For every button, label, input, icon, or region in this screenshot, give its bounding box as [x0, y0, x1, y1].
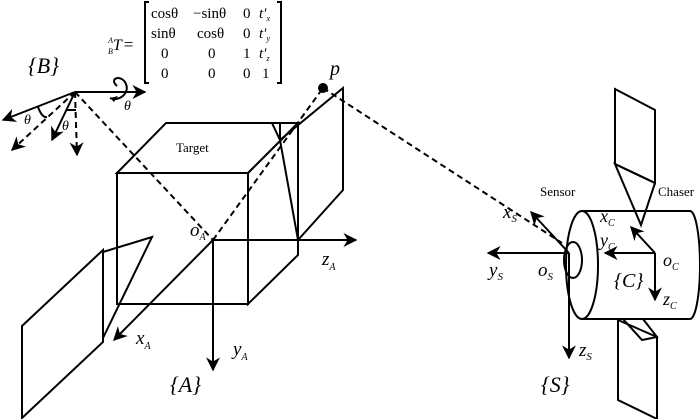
matrix-cell-tx: t′x	[259, 6, 270, 23]
axis-xC	[630, 225, 656, 254]
sensor-lens	[563, 241, 583, 279]
origin-oC-label: oC	[663, 250, 679, 273]
cube-front-face	[116, 172, 249, 305]
cube-side-face	[247, 120, 299, 307]
chaser-label: Chaser	[658, 184, 695, 199]
origin-oA-label: oA	[190, 220, 207, 243]
matrix-lhs-sup: A	[107, 36, 113, 45]
sensor-label: Sensor	[540, 184, 576, 199]
target-left-panel-strut	[102, 235, 154, 339]
line-B-to-oA	[74, 91, 214, 241]
chaser-top-solar-panel	[614, 87, 656, 185]
matrix-cell: 0	[243, 26, 251, 42]
axis-yS-label: yS	[487, 260, 503, 283]
theta-arc-left	[37, 106, 48, 119]
matrix-equals: =	[124, 35, 134, 54]
frame-C-label: {C}	[614, 270, 643, 292]
matrix-cell: cosθ	[151, 6, 178, 22]
point-p-label: p	[328, 58, 340, 80]
matrix-cell: 1	[243, 46, 251, 62]
matrix-cell: 0	[161, 46, 169, 62]
matrix-cell: 0	[208, 66, 216, 82]
target-left-solar-panel	[21, 247, 104, 419]
chaser-bottom-solar-panel	[617, 318, 658, 419]
matrix-cell: 0	[161, 66, 169, 82]
chaser-satellite: Sensor Chaser	[540, 87, 700, 419]
matrix-cell: cosθ	[197, 26, 224, 42]
chaser-front-end	[565, 210, 599, 320]
axis-xA	[113, 239, 214, 341]
frame-B-axis-down-original	[69, 91, 84, 157]
axis-xS	[530, 210, 570, 254]
line-p-to-sensor	[322, 87, 563, 244]
rotation-arrow-icon	[109, 77, 128, 100]
frame-A-label: {A}	[170, 372, 201, 397]
point-p-marker	[318, 83, 328, 93]
frame-B-axis-left-original	[10, 91, 76, 151]
chaser-top-panel-strut	[613, 161, 657, 228]
frame-B-axis-down-rotated	[51, 91, 76, 142]
axis-zS-label: zS	[578, 340, 592, 363]
axis-yC-label: yC	[598, 230, 615, 253]
axis-zA-label: zA	[321, 249, 336, 273]
axis-xS-label: xS	[502, 202, 517, 225]
theta-label: θ	[62, 119, 69, 134]
matrix-left-bracket	[144, 1, 149, 84]
axis-yA-label: yA	[231, 339, 248, 363]
axis-xC-label: xC	[599, 206, 615, 229]
target-label: Target	[176, 140, 209, 155]
matrix-lhs-T: T	[113, 37, 123, 54]
line-oA-to-p	[212, 87, 324, 241]
frame-S-label: {S}	[541, 372, 570, 397]
frame-B-axis-left	[1, 91, 76, 122]
rotation-arrowhead-icon	[110, 96, 118, 102]
frame-A: oA zA yA xA {A}	[113, 220, 358, 397]
frame-S: xS yS oS zS {S}	[486, 202, 592, 397]
matrix-cell: sinθ	[151, 26, 176, 42]
frame-B-label: {B}	[28, 53, 59, 78]
matrix-cell: 0	[243, 6, 251, 22]
matrix-cell: −sinθ	[193, 6, 226, 22]
panel-strut	[271, 122, 281, 141]
frame-B: {B} θ θ θ	[1, 53, 147, 157]
matrix-cell: 0	[208, 46, 216, 62]
theta-label: θ	[24, 113, 31, 128]
frame-C: xC yC oC zC {C}	[598, 206, 679, 312]
matrix-cell-ty: t′y	[259, 26, 270, 43]
origin-oS-label: oS	[538, 260, 554, 283]
chaser-body	[582, 210, 700, 320]
matrix-cell: 0	[243, 66, 251, 82]
target-satellite: Target	[21, 85, 344, 419]
theta-label: θ	[124, 99, 131, 114]
target-right-solar-panel	[278, 85, 344, 243]
matrix-right-bracket	[277, 1, 282, 84]
axis-zC-label: zC	[662, 289, 677, 312]
matrix-cell-tz: t′z	[259, 46, 270, 63]
matrix-cell: 1	[262, 66, 270, 82]
axis-xA-label: xA	[135, 328, 151, 352]
matrix-lhs-sub: B	[108, 47, 113, 56]
